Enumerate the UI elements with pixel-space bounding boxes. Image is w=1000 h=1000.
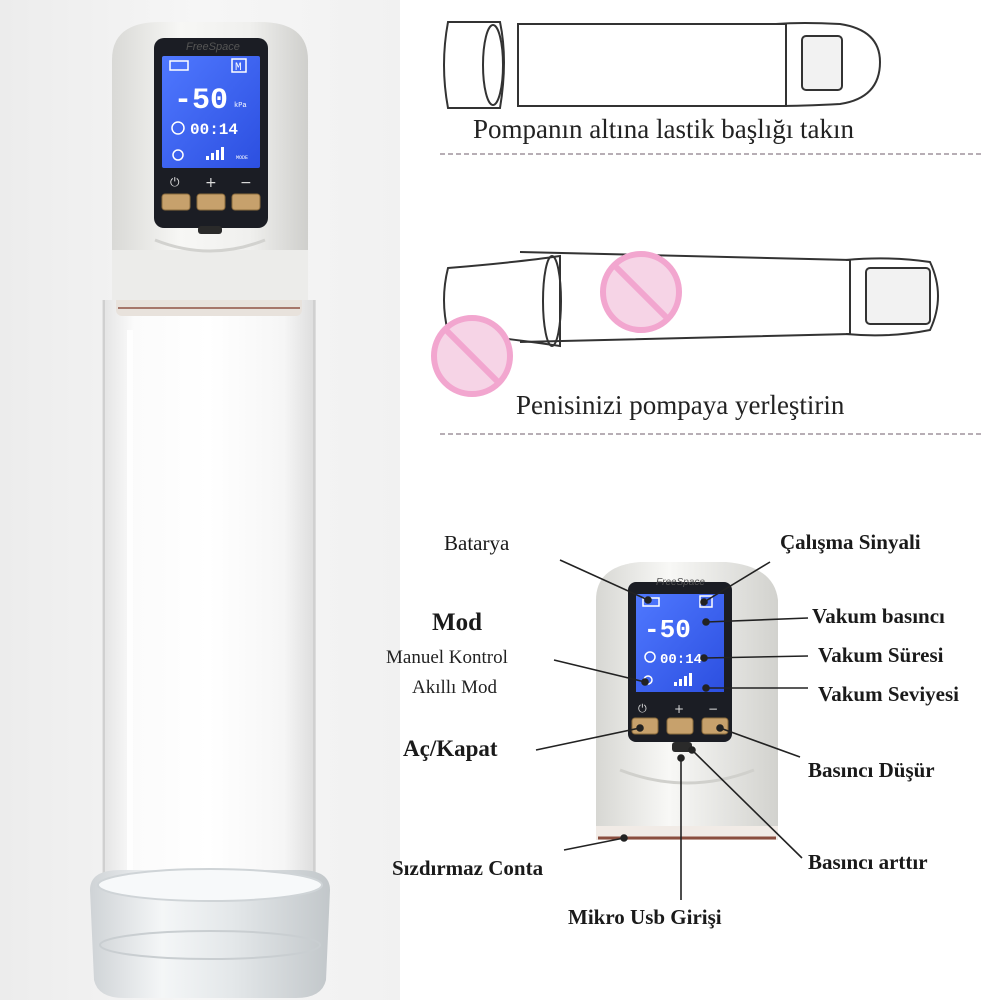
callout-seal: Sızdırmaz Conta (392, 856, 544, 880)
device-minus-glyph: − (708, 702, 718, 716)
device-signal-bars-icon (674, 673, 692, 686)
callout-mode-title: Mod (432, 609, 482, 636)
lcd-screen (162, 56, 260, 168)
callout-battery: Batarya (444, 531, 510, 555)
step2-sketch (443, 251, 939, 348)
callout-mode-smart: Akıllı Mod (412, 677, 497, 698)
callout-increase: Basıncı arttır (808, 850, 928, 874)
device-clock-icon (644, 651, 656, 663)
pump-head (112, 22, 308, 300)
device-lcd-screen (636, 594, 724, 692)
censor-marker-top (600, 251, 682, 333)
device-plus-glyph: + (674, 702, 684, 716)
brand-logo-left: FreeSpace (186, 41, 240, 53)
callout-work-signal: Çalışma Sinyali (780, 530, 921, 554)
callout-usb: Mikro Usb Girişi (568, 905, 722, 929)
censor-marker-bottom (431, 315, 513, 397)
device-pressure-readout: -50 (644, 615, 691, 645)
device-time-readout: 00:14 (660, 652, 702, 668)
leader-lines (535, 559, 809, 900)
device-mode-badge-box (699, 595, 713, 608)
device-plus-button[interactable] (666, 717, 694, 735)
step1-sketch (443, 21, 882, 109)
device-usb-port-icon (672, 742, 692, 752)
tube (102, 300, 316, 900)
callout-vacuum-pressure: Vakum basıncı (812, 604, 945, 628)
brand-logo-device: FreeSpace (656, 577, 705, 588)
base-ring (90, 868, 330, 998)
device-power-glyph: ⏻ (638, 702, 647, 715)
callout-decrease: Basıncı Düşür (808, 758, 935, 782)
device-power-button[interactable] (631, 717, 659, 735)
device-body: M -50 00:14 ⏻ + − (596, 562, 778, 840)
step-2-caption: Penisinizi pompaya yerleştirin (516, 390, 845, 420)
step-1-caption: Pompanın altına lastik başlığı takın (473, 114, 854, 144)
callout-power: Aç/Kapat (403, 736, 498, 761)
callout-vacuum-level: Vakum Seviyesi (818, 682, 960, 706)
callout-vacuum-time: Vakum Süresi (818, 643, 944, 667)
callout-mode-manual: Manuel Kontrol (386, 647, 508, 668)
device-minus-button[interactable] (701, 717, 729, 735)
usb-port-icon (198, 226, 222, 234)
